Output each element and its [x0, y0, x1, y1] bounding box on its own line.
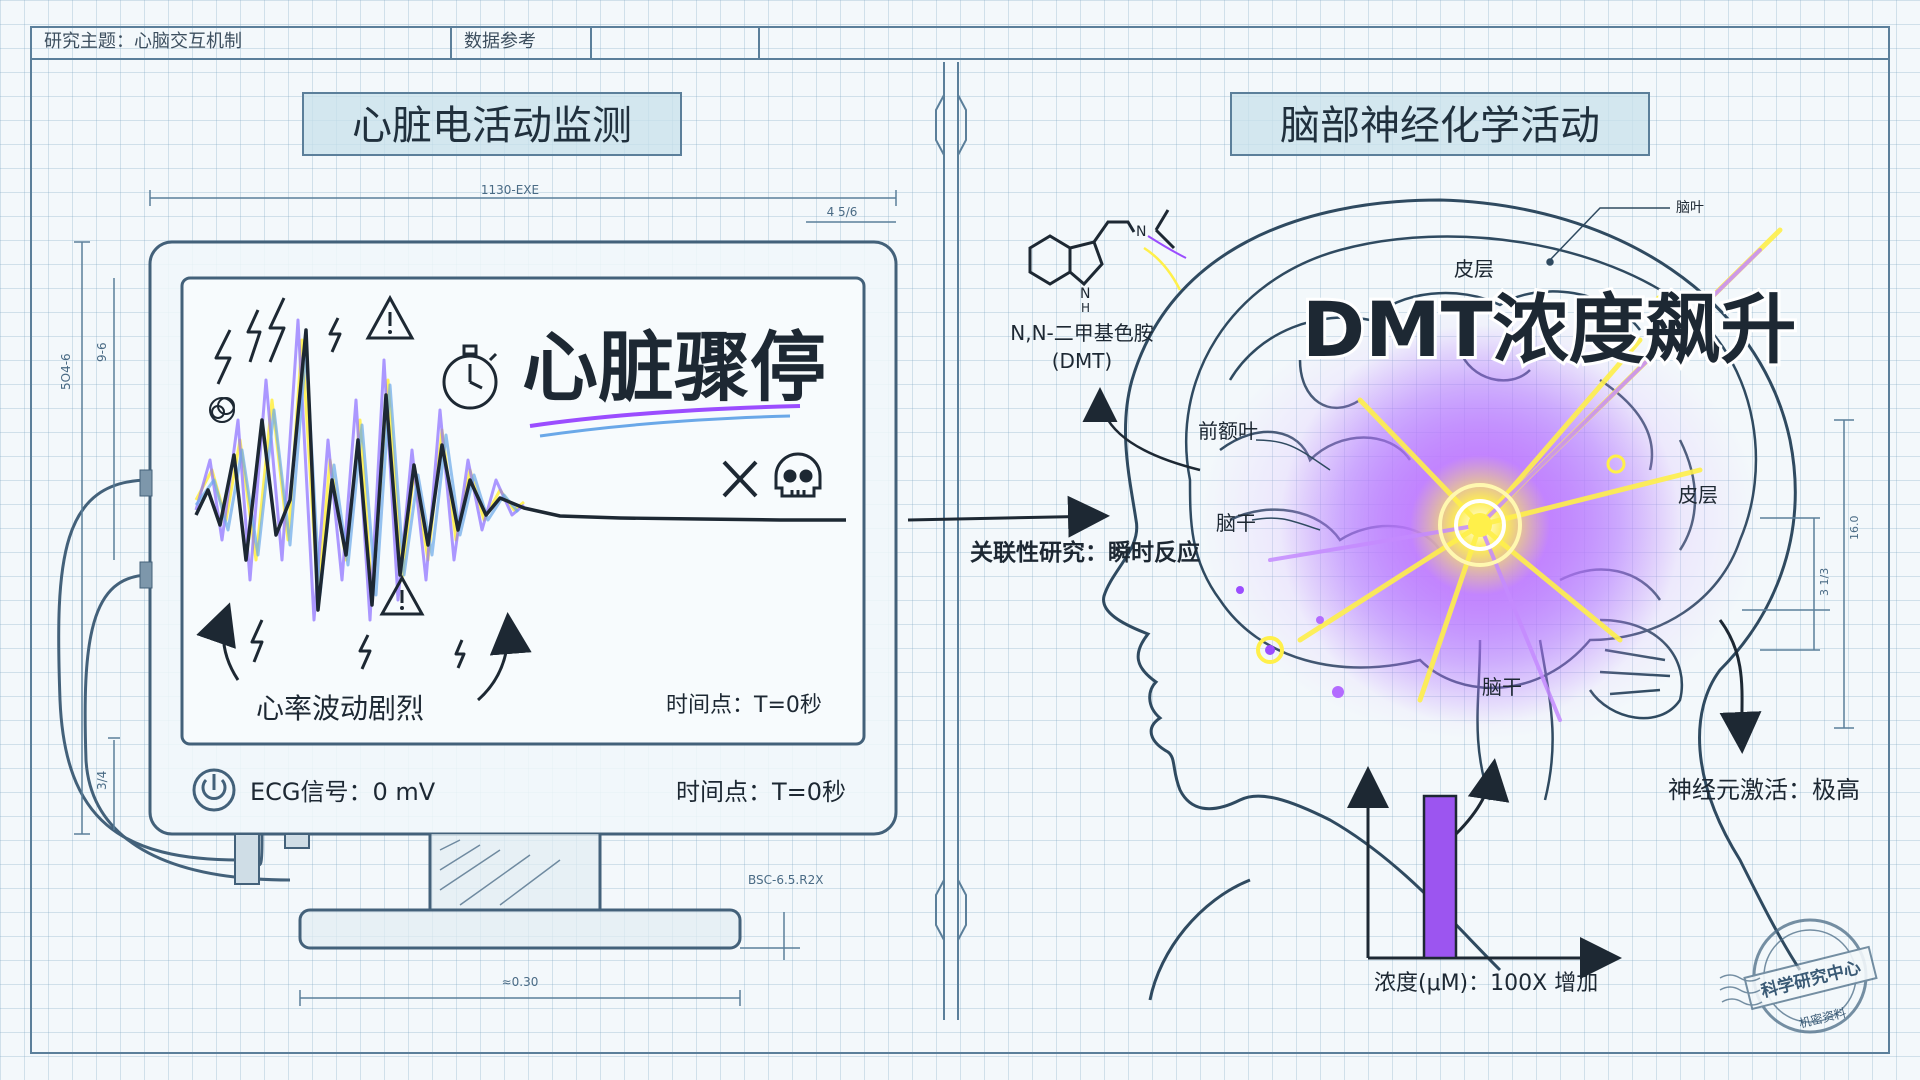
top-lobe-label: 脑叶 — [1676, 200, 1704, 216]
brainstem-left-label: 脑干 — [1216, 511, 1256, 535]
molecule-arrow — [1082, 387, 1201, 472]
link-arrow — [907, 495, 1110, 538]
ecg-monitor — [57, 240, 898, 950]
research-topic: 研究主题：心脑交互机制 — [44, 31, 242, 52]
molecule-atom-nh: N — [1080, 286, 1090, 302]
heart-rate-fluctuation-label: 心率波动剧烈 — [256, 692, 424, 725]
cortex-top-label: 皮层 — [1454, 257, 1494, 281]
neuron-arrow — [1718, 619, 1762, 754]
frontal-lobe-label: 前额叶 — [1198, 419, 1258, 443]
stopwatch-icon — [442, 344, 498, 410]
warning-icon — [379, 574, 425, 616]
dimension-label: 3/4 — [95, 771, 109, 790]
outer-frame — [30, 26, 1890, 1054]
stamp-text: 机密资料 — [1797, 1005, 1847, 1031]
screen-time-label: 时间点：T=0秒 — [666, 693, 822, 718]
right-dimension-lines — [1742, 419, 1854, 729]
molecule-atom-n: N — [1136, 224, 1146, 240]
close-icon — [722, 460, 758, 498]
concentration-chart — [1347, 758, 1622, 979]
center-divider — [935, 62, 967, 1020]
header-bar: 研究主题：心脑交互机制 数据参考 — [30, 26, 1890, 60]
cortex-right-label: 皮层 — [1678, 483, 1718, 507]
ecg-waveform — [194, 318, 846, 622]
molecule-abbrev: (DMT) — [1052, 349, 1112, 373]
cardiac-arrest-headline: 心脏骤停 — [522, 323, 826, 412]
skull-icon — [774, 452, 822, 498]
bezel-time-label: 时间点：T=0秒 — [676, 778, 846, 806]
warning-icon — [365, 294, 415, 340]
ecg-signal-label: ECG信号：0 mV — [250, 778, 436, 806]
left-panel-title: 心脏电活动监测 — [302, 92, 682, 156]
dimension-label: 9-6 — [95, 342, 109, 362]
scribble-icon — [209, 397, 235, 423]
power-icon[interactable] — [192, 768, 236, 812]
molecule-atom-h: H — [1081, 301, 1090, 315]
concentration-label: 浓度(μM)：100X 增加 — [1374, 971, 1598, 996]
left-dimension-lines — [74, 190, 897, 1006]
concentration-bar — [1422, 794, 1458, 960]
molecule-name: N,N-二甲基色胺 — [1010, 321, 1154, 345]
curved-arrows — [196, 602, 532, 702]
dimension-label: 4 5/6 — [827, 205, 858, 219]
lightning-icons — [214, 297, 466, 670]
headline-underline — [529, 404, 801, 438]
dmt-burst — [1200, 227, 1783, 740]
brainstem-bottom-label: 脑干 — [1482, 675, 1522, 699]
brain-leader-lines — [1251, 207, 1670, 531]
data-reference-tab[interactable]: 数据参考 — [464, 31, 536, 52]
dmt-surge-headline: DMT浓度飙升 — [1302, 285, 1797, 374]
dmt-molecule — [1028, 209, 1187, 291]
head-profile — [1102, 198, 1802, 1001]
research-center-stamp — [1719, 918, 1878, 1034]
dimension-label: 16.0 — [1848, 516, 1861, 541]
link-study-label: 关联性研究：瞬时反应 — [970, 539, 1200, 566]
dimension-label: BSC-6.5.R2X — [748, 873, 823, 887]
dimension-label: ≈0.30 — [502, 975, 539, 989]
dimension-label: 3 1/3 — [1818, 568, 1831, 596]
right-panel-title: 脑部神经化学活动 — [1230, 92, 1650, 156]
dimension-label: 5O4-6 — [59, 353, 73, 390]
neuron-activation-label: 神经元激活：极高 — [1668, 776, 1860, 804]
dimension-label: 1130-EXE — [481, 183, 539, 197]
